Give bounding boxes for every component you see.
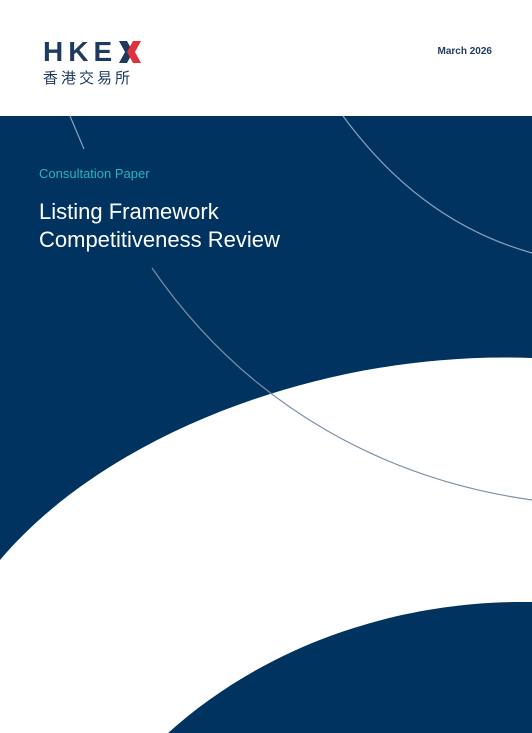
logo-wordmark: H K E (43, 36, 142, 67)
logo-x-mark-icon (119, 41, 142, 63)
arc-line-long (151, 267, 532, 501)
cover-header: H K E 香港交易所 March 2026 (0, 0, 532, 116)
document-type: Consultation Paper (39, 166, 150, 181)
title-line-1: Listing Framework (39, 199, 219, 224)
logo-letter-h: H (43, 36, 64, 67)
navy-lower-arc (168, 601, 532, 733)
logo-chinese-name: 香港交易所 (43, 69, 134, 87)
document-title: Listing Framework Competitiveness Review (39, 198, 479, 254)
logo-letter-k: K (68, 36, 89, 67)
publication-date: March 2026 (437, 46, 492, 57)
arc-line-top-right (342, 115, 532, 254)
hkex-logo: H K E 香港交易所 (43, 36, 142, 87)
title-line-2: Competitiveness Review (39, 227, 280, 252)
arc-line-top-left (69, 115, 85, 150)
logo-letter-e: E (93, 36, 113, 67)
